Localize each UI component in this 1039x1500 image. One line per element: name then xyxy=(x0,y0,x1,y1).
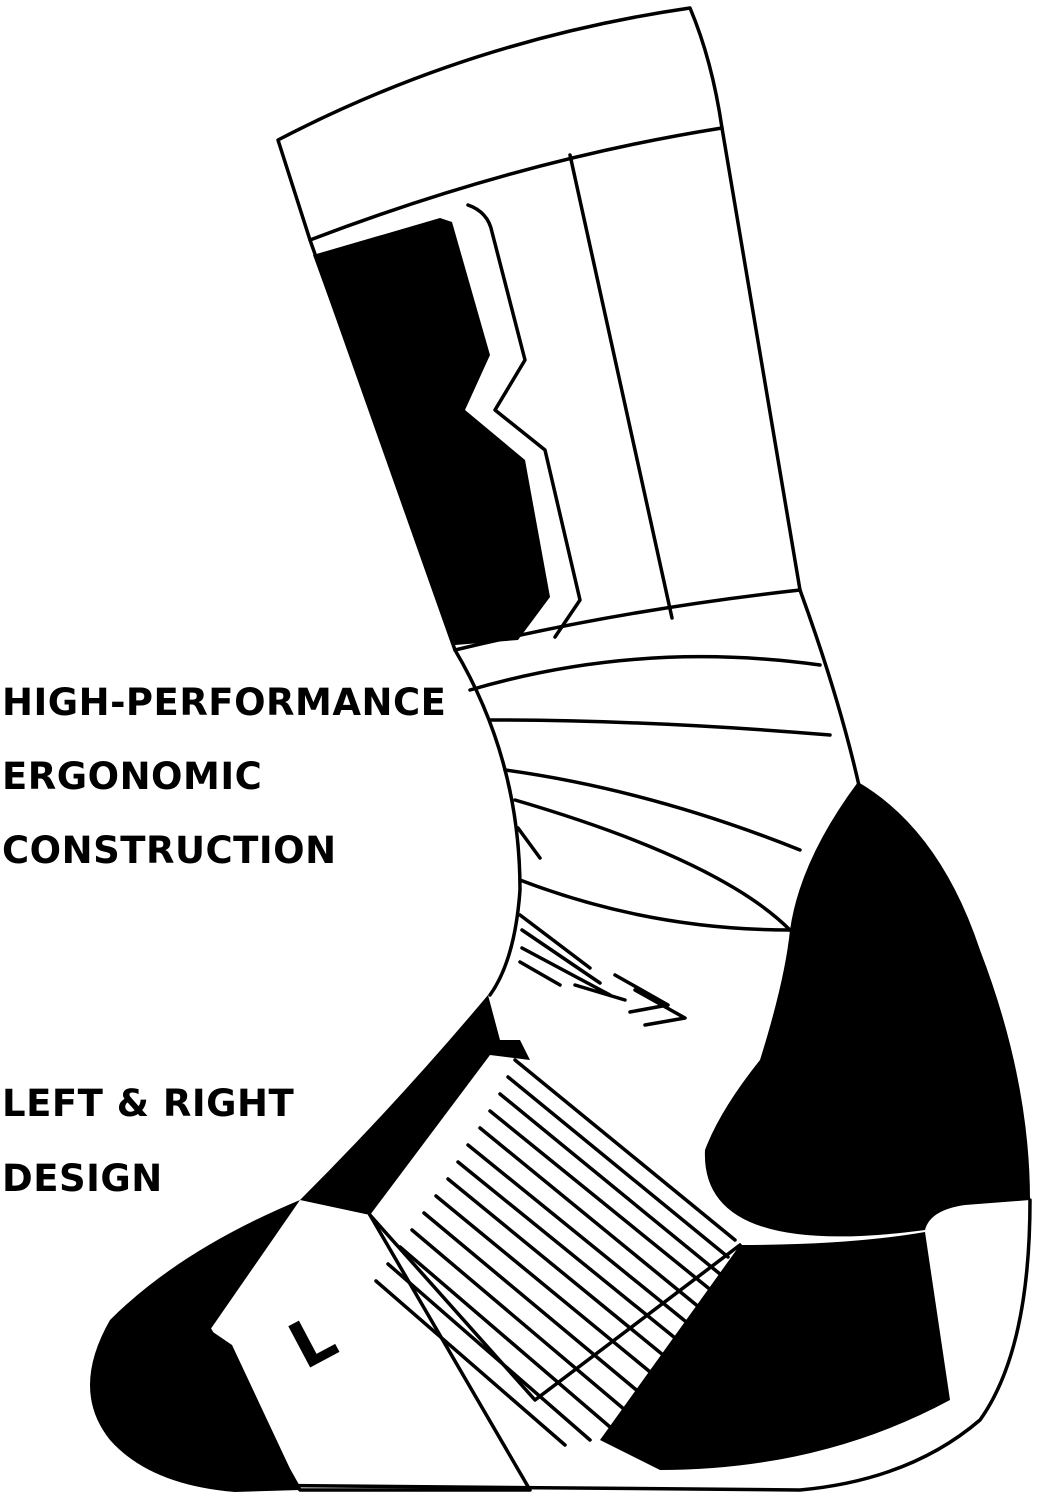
sock-ankle-curve xyxy=(518,878,792,932)
sock-ankle-curve xyxy=(503,768,802,852)
sock-side-marker: L xyxy=(278,1300,349,1384)
sock-instep-panel xyxy=(300,995,530,1215)
feature-left-right-line-1: LEFT & RIGHT xyxy=(2,1082,295,1125)
sock-cuff xyxy=(276,6,724,242)
sock-heel-bottom xyxy=(600,1232,950,1470)
sock-heel-panel xyxy=(704,782,1030,1237)
feature-ergonomic-line-1: HIGH-PERFORMANCE xyxy=(2,681,447,724)
sock-leg-jag-line xyxy=(466,203,582,639)
feature-left-right-line-2: DESIGN xyxy=(2,1157,163,1200)
feature-ergonomic-line-3: CONSTRUCTION xyxy=(2,829,337,872)
sock-front-outline xyxy=(453,648,522,997)
sock-back-outline xyxy=(798,588,862,792)
sock-speed-dashes xyxy=(518,913,687,1027)
sock-ankle-curve xyxy=(513,798,792,932)
feature-ergonomic-line-2: ERGONOMIC xyxy=(2,755,263,798)
sock-arch-frame xyxy=(368,1213,742,1402)
sock-label-frame xyxy=(208,1213,532,1492)
sock-ankle-curve xyxy=(453,588,802,652)
sock-ankle-curve xyxy=(488,718,832,737)
sock-toe-panel xyxy=(90,1200,300,1492)
sock-leg-stripe xyxy=(568,153,674,620)
sock-leg-panel xyxy=(313,218,550,645)
sock-ankle-curve xyxy=(468,654,822,692)
sock-ankle-curve xyxy=(516,826,542,860)
sock-arch-lines xyxy=(374,1058,737,1447)
